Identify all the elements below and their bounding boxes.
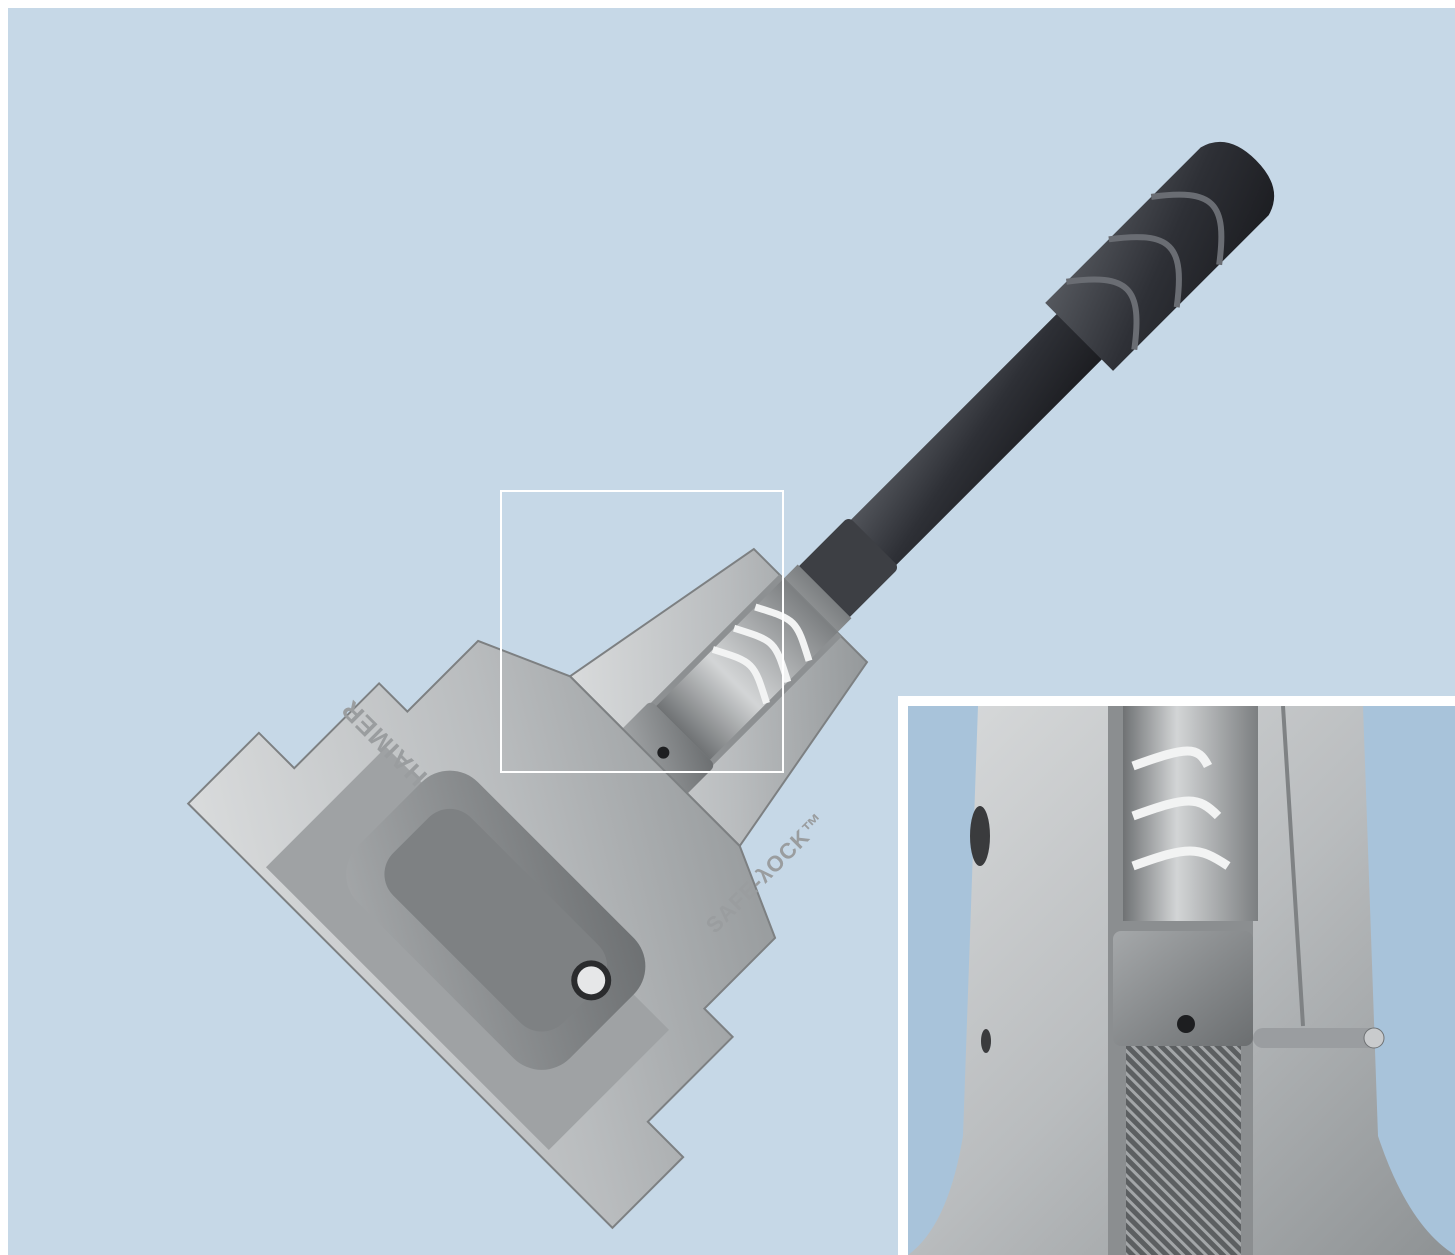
tool-holder-illustration: HAIMER SAFE-λOCK™ [186, 141, 1275, 1230]
detail-highlight-frame [500, 490, 784, 773]
detail-thread-stud [1126, 1046, 1241, 1255]
detail-inset [898, 696, 1455, 1255]
end-mill-flutes [1045, 141, 1275, 371]
holder-body: HAIMER SAFE-λOCK™ [186, 141, 1275, 1230]
photo-stage: HAIMER SAFE-λOCK™ [8, 8, 1455, 1255]
detail-pin [1253, 1028, 1383, 1048]
end-mill-shank [832, 309, 1107, 584]
detail-collar [1113, 931, 1253, 1046]
detail-illustration [908, 706, 1455, 1255]
